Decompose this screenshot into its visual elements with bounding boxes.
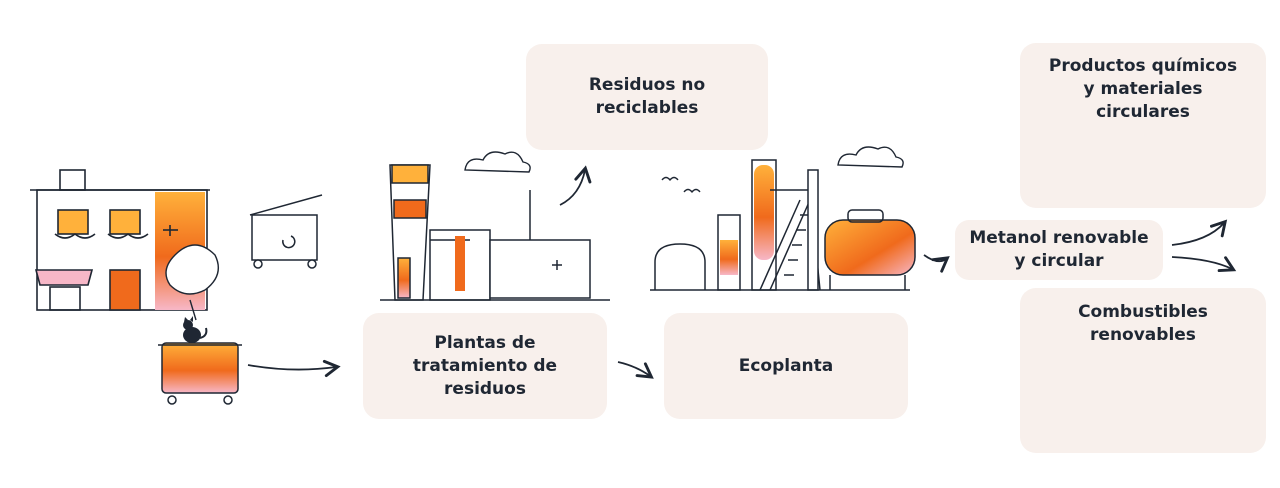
- node-plantas-tratamiento: Plantas de tratamiento de residuos: [363, 313, 607, 419]
- node-productos-quimicos: Productos químicos y materiales circular…: [1020, 43, 1266, 208]
- birds-icon: [661, 176, 701, 194]
- arrow-ecoplant-to-methanol: [923, 254, 950, 273]
- cloud-icon: [464, 151, 531, 173]
- node-residuos-no-reciclables: Residuos no reciclables: [526, 44, 768, 150]
- node-label: Productos químicos y materiales circular…: [1048, 56, 1238, 122]
- node-label: Ecoplanta: [738, 355, 834, 376]
- treatment-plant-icon: [380, 164, 610, 301]
- node-metanol: Metanol renovable y circular: [955, 220, 1163, 280]
- city-building-icon: [30, 169, 210, 311]
- node-label: Plantas de tratamiento de residuos: [412, 332, 558, 399]
- arrow-plants-to-ecoplant: [617, 361, 654, 379]
- recycling-bin-icon: [249, 194, 323, 269]
- arrow-plants-to-nonrecyclable: [559, 165, 592, 206]
- arrow-methanol-to-chemicals: [1171, 219, 1228, 246]
- arrow-container-to-plants: [247, 359, 341, 378]
- orange-waste-container-icon: [158, 342, 242, 405]
- ecoplant-refinery-icon: [650, 159, 916, 291]
- tree-icon: [165, 244, 219, 321]
- black-cat-icon: [183, 316, 208, 343]
- cloud-icon: [837, 146, 904, 168]
- arrow-methanol-to-fuels: [1171, 256, 1237, 273]
- node-label: Metanol renovable y circular: [969, 228, 1149, 271]
- node-combustibles: Combustibles renovables: [1020, 288, 1266, 453]
- node-label: Combustibles renovables: [1078, 302, 1208, 345]
- node-ecoplanta: Ecoplanta: [664, 313, 908, 419]
- node-label: Residuos no reciclables: [588, 75, 706, 118]
